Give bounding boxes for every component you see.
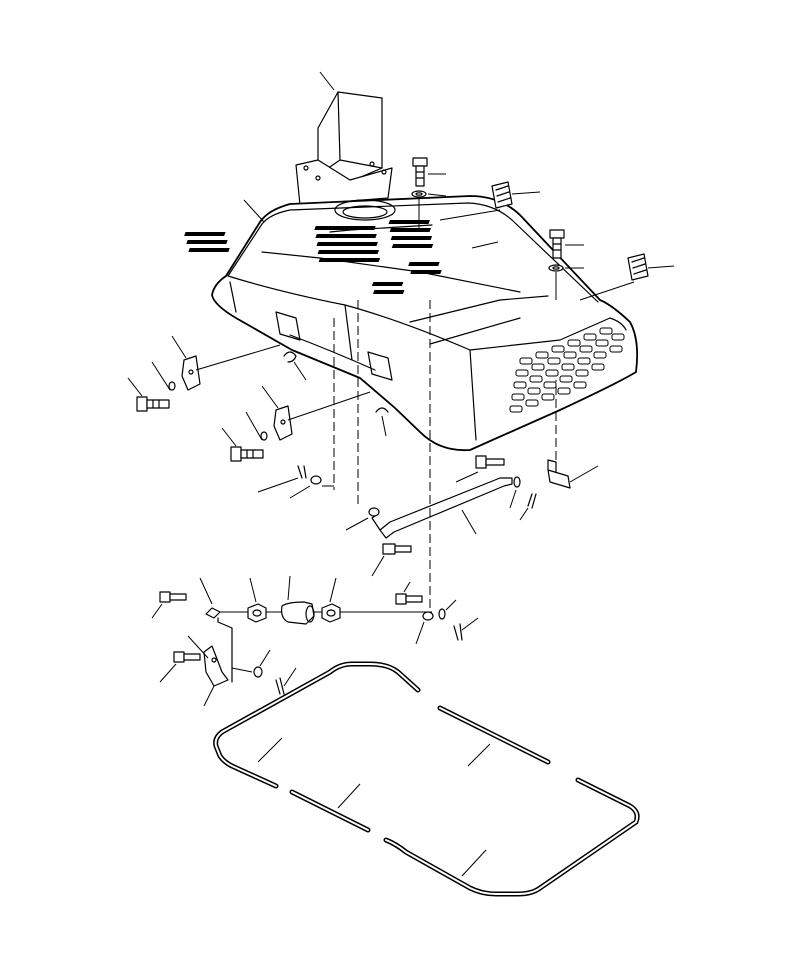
clip-mid <box>257 465 307 493</box>
rod-washer <box>509 476 521 509</box>
spring-clip-2 <box>375 407 389 437</box>
washer-mid-2 <box>289 475 322 499</box>
side-vent-grille <box>509 327 625 413</box>
stopper <box>547 459 599 489</box>
rod-end-bolt <box>371 543 412 577</box>
lock-bracket-1 <box>171 335 201 391</box>
washer-upper-2 <box>548 264 584 272</box>
bolt-left-1 <box>127 361 171 412</box>
turnbuckle-assembly <box>151 575 479 645</box>
support-rod <box>371 477 513 539</box>
washer-left-1 <box>168 381 176 391</box>
mount-pad-1 <box>491 181 541 209</box>
bolt-upper-2 <box>549 229 584 259</box>
lever <box>159 617 297 707</box>
seal-frame <box>213 661 640 897</box>
top-vent-grille <box>184 220 442 294</box>
rod-clip <box>519 493 537 521</box>
rod-pin-bolt <box>455 455 505 483</box>
lock-bracket-2 <box>261 385 293 441</box>
bolt-upper-1 <box>412 157 446 187</box>
mount-pad-2 <box>627 253 675 281</box>
spring-clip-1 <box>283 351 307 381</box>
air-duct <box>295 91 393 206</box>
washer-mid <box>345 507 380 531</box>
bolt-left-2 <box>221 411 264 462</box>
washer-upper-1 <box>411 190 447 198</box>
washer-left-2 <box>260 431 268 441</box>
engine-cover <box>184 195 639 452</box>
